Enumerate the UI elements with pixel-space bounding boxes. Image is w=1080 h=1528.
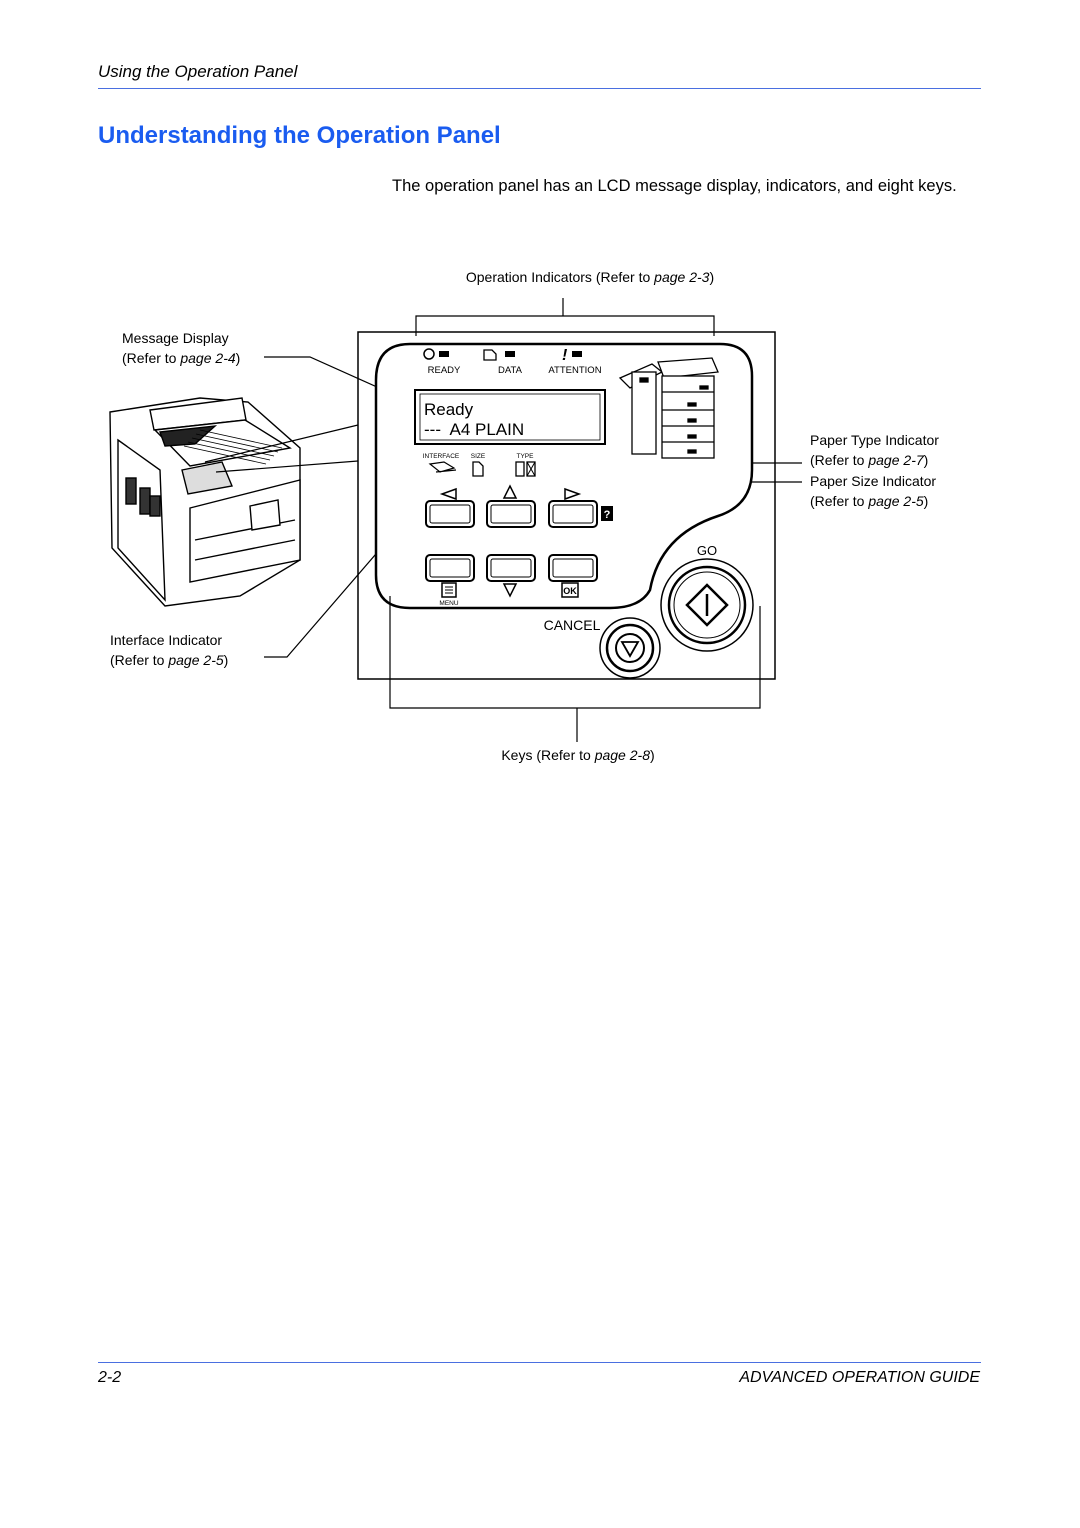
indicator-attention-label: ATTENTION [548, 365, 601, 376]
right-arrow-icon [564, 487, 582, 501]
type-indicator-label: TYPE [517, 453, 535, 460]
indicator-ready-label: READY [428, 365, 461, 376]
key-menu[interactable] [425, 554, 475, 582]
paper-size-indicator-icon [472, 461, 484, 477]
indicator-data-label: DATA [498, 365, 523, 376]
callout-message-display-ref: (Refer to page 2-4) [122, 350, 240, 366]
up-arrow-icon [502, 484, 518, 499]
size-indicator-label: SIZE [471, 453, 486, 460]
go-button[interactable] [660, 558, 754, 652]
lcd-line-1: Ready [424, 400, 474, 419]
data-lamp-icon [483, 349, 497, 361]
down-arrow-icon [502, 583, 518, 598]
interface-indicator-icon [428, 461, 457, 473]
page-title: Understanding the Operation Panel [98, 122, 501, 149]
small-indicators: INTERFACE SIZE TYPE [423, 453, 536, 477]
guide-title: ADVANCED OPERATION GUIDE [739, 1369, 980, 1386]
callout-paper-type-ref: (Refer to page 2-7) [810, 452, 928, 468]
callout-paper-type: Paper Type Indicator [810, 432, 939, 448]
callout-message-display: Message Display [122, 330, 229, 346]
key-right[interactable] [548, 500, 598, 528]
key-down[interactable] [486, 554, 536, 582]
footer-rule [98, 1362, 981, 1363]
help-icon: ? [601, 506, 613, 521]
cancel-label: CANCEL [544, 617, 601, 633]
key-up[interactable] [486, 500, 536, 528]
header-rule [98, 88, 981, 89]
callout-keys: Keys (Refer to page 2-8) [501, 747, 654, 763]
ok-icon: OK [561, 582, 579, 598]
page-number: 2-2 [98, 1369, 122, 1386]
attention-lamp-icon: ! [562, 347, 568, 364]
key-left[interactable] [425, 500, 475, 528]
callout-paper-size-ref: (Refer to page 2-5) [810, 493, 928, 509]
go-label: GO [697, 543, 717, 558]
cancel-stop-icon [615, 633, 645, 663]
svg-text:OK: OK [563, 586, 577, 596]
callout-interface-indicator-ref: (Refer to page 2-5) [110, 652, 228, 668]
lcd-line-2: --- A4 PLAIN [424, 420, 524, 439]
operation-panel-diagram: Operation Indicators (Refer to page 2-3)… [109, 269, 939, 763]
callout-interface-indicator: Interface Indicator [110, 632, 222, 648]
callout-operation-indicators: Operation Indicators (Refer to page 2-3) [466, 269, 714, 285]
svg-text:?: ? [604, 509, 611, 521]
ready-lamp-icon [423, 348, 435, 360]
printer-illustration [109, 397, 301, 607]
paper-type-indicator-icon [515, 461, 525, 477]
menu-icon [441, 582, 457, 598]
cancel-button[interactable] [599, 617, 661, 679]
go-diamond-icon [685, 583, 729, 627]
panel-frame [357, 331, 776, 680]
paper-tray-illustration [618, 357, 719, 459]
key-ok[interactable] [548, 554, 598, 582]
status-indicators: ! READY DATA ATTENTION [423, 347, 602, 376]
menu-label: MENU [439, 600, 458, 607]
running-header: Using the Operation Panel [98, 62, 298, 81]
intro-paragraph: The operation panel has an LCD message d… [392, 177, 957, 195]
interface-indicator-label: INTERFACE [423, 453, 460, 460]
callout-paper-size: Paper Size Indicator [810, 473, 936, 489]
left-arrow-icon [439, 487, 457, 501]
lcd-display: Ready --- A4 PLAIN [414, 389, 606, 445]
